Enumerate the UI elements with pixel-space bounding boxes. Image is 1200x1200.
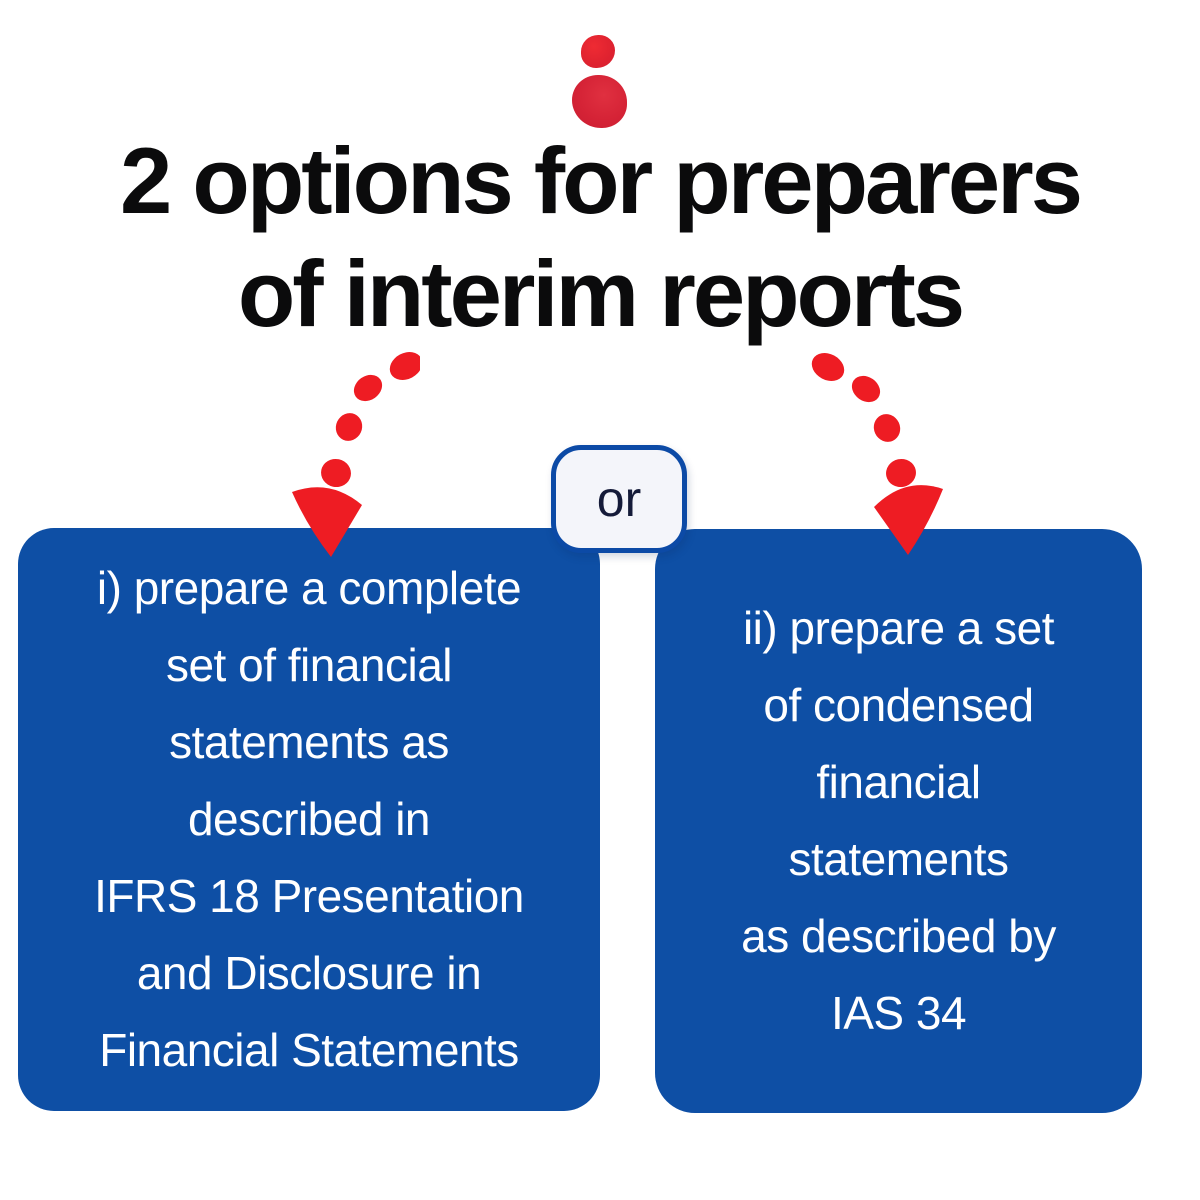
colon-dot-small-icon [581, 35, 615, 68]
colon-dot-large-icon [572, 75, 627, 128]
left-dotted-arrow-icon [292, 352, 420, 557]
card-text-line: statements [788, 833, 1010, 885]
option-2-card: ii) prepare a set of condensed financial… [655, 529, 1142, 1113]
or-badge-label: or [596, 471, 642, 527]
card-text-line: financial [816, 756, 981, 808]
card-text-line: Financial Statements [99, 1024, 519, 1076]
page-title: 2 options for preparers of interim repor… [0, 124, 1200, 350]
right-dotted-arrow-icon [811, 353, 943, 555]
card-text-line: set of financial [165, 639, 453, 691]
page-title-line-1: 2 options for preparers [120, 128, 1083, 233]
card-text-line: i) prepare a complete [96, 562, 522, 614]
card-text-line: ii) prepare a set [742, 602, 1055, 654]
card-text-line: described in [187, 793, 431, 845]
card-text-line: IFRS 18 Presentation [94, 870, 524, 922]
card-text-line: and Disclosure in [136, 947, 482, 999]
page-title-line-2: of interim reports [237, 241, 965, 346]
card-text-line: as described by [741, 910, 1056, 962]
option-1-card: i) prepare a complete set of financial s… [18, 528, 600, 1111]
or-badge: or [551, 445, 687, 553]
card-text-line: statements as [169, 716, 449, 768]
card-text-line: IAS 34 [830, 987, 967, 1039]
card-text-line: of condensed [763, 679, 1034, 731]
